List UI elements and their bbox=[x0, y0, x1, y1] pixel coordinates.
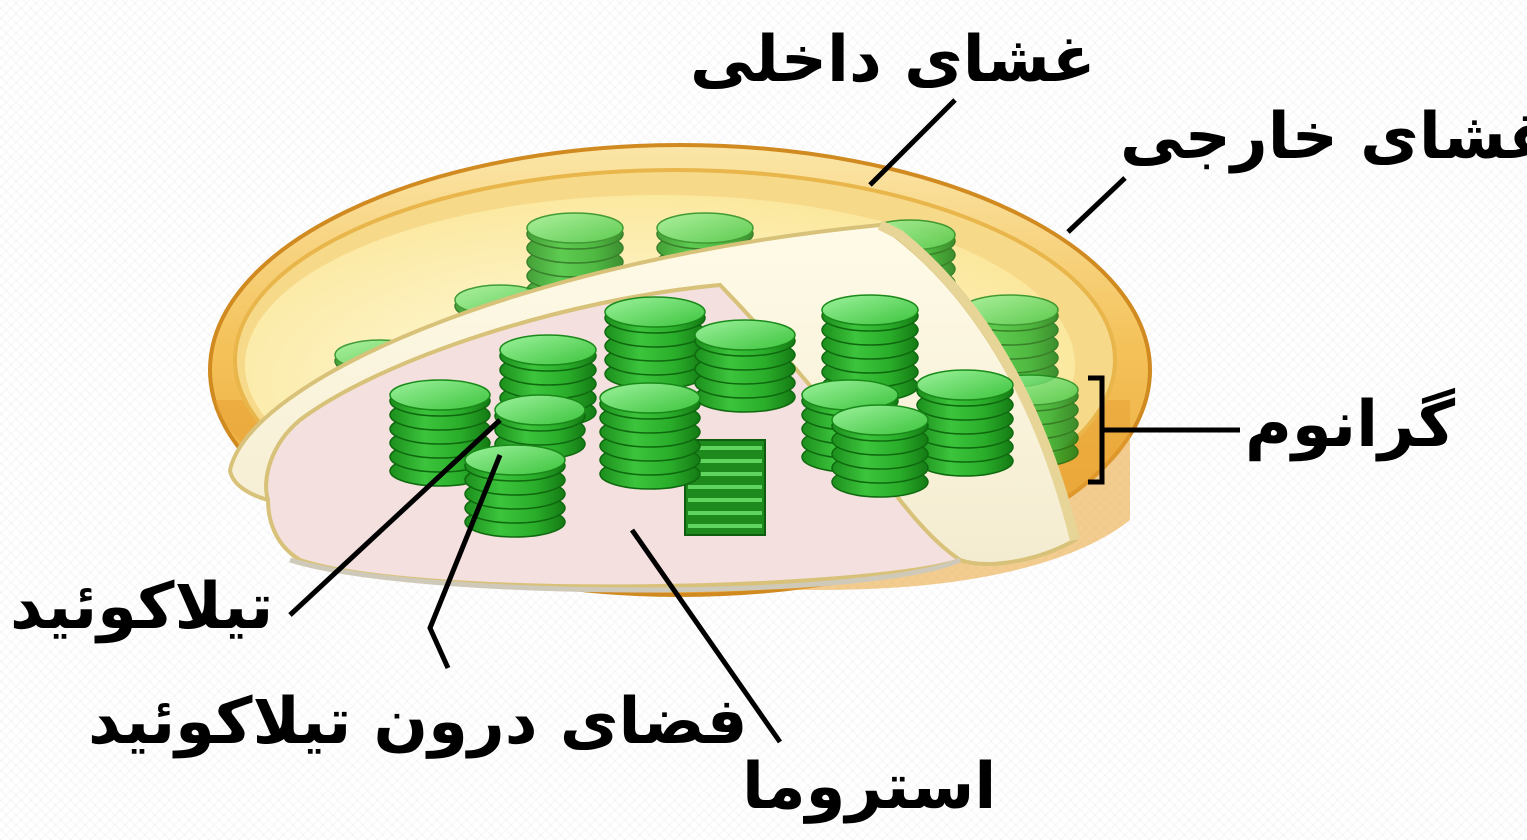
outer-membrane-leader bbox=[1068, 178, 1125, 232]
thylakoid-space-label: فضای درون تیلاکوئید bbox=[88, 690, 748, 754]
granum-stack bbox=[465, 445, 565, 537]
granum-label: گرانوم bbox=[1245, 393, 1455, 457]
granum-stack bbox=[605, 297, 705, 389]
thylakoid-label: تیلاکوئید bbox=[10, 575, 273, 639]
inner-membrane-leader bbox=[870, 100, 955, 185]
granum-stack bbox=[832, 405, 928, 497]
inner-membrane-label: غشای داخلی bbox=[690, 28, 1096, 92]
granum-stack bbox=[600, 383, 700, 489]
outer-membrane-label: غشای خارجی bbox=[1120, 105, 1527, 169]
stroma-label: استروما bbox=[742, 755, 996, 819]
granum-stack bbox=[917, 370, 1013, 476]
granum-stack bbox=[695, 320, 795, 412]
